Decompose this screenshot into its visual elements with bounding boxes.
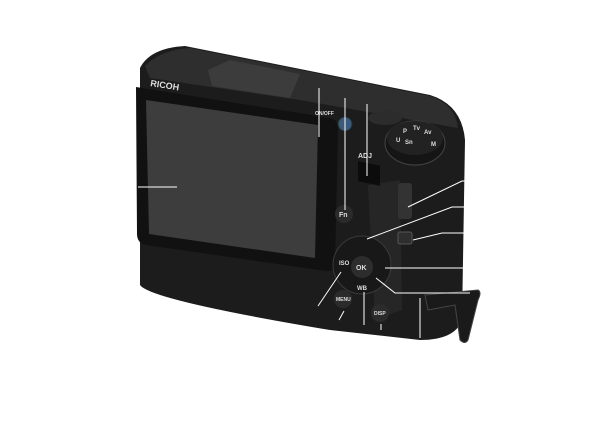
fn-label: Fn [339,212,348,219]
mode-dial-top [387,121,443,155]
callout-lines [138,88,470,338]
ok-label: OK [356,265,367,272]
callout-ok [375,277,470,294]
mode-m: M [431,142,436,148]
hot-shoe [208,60,300,98]
lcd-screen[interactable] [146,100,318,258]
menu-label: MENU [336,297,351,303]
callout-zoom [407,180,470,208]
ok-button[interactable] [351,256,373,278]
disp-button[interactable] [371,304,389,322]
callout-up [366,206,470,240]
callout-iso [317,271,342,307]
mode-av: Av [424,130,432,136]
shutter-button[interactable] [368,111,402,125]
zoom-button[interactable] [398,183,412,219]
power-label: ON/OFF [315,111,334,117]
callout-menu [338,310,345,321]
disp-label: DISP [374,311,386,317]
mode-u: U [396,138,400,144]
wb-label: WB [357,286,368,292]
mode-tv: Tv [413,126,421,132]
mode-p: P [403,129,407,135]
fn-button[interactable] [335,205,353,223]
brand-logo: RICOH [150,78,180,92]
iso-label: ISO [339,261,350,267]
card-door[interactable] [424,289,481,343]
adj-label: ADJ [358,153,372,160]
mode-dial-labels: M Av Tv P Sn U [396,126,436,148]
callout-playback [412,232,470,241]
menu-button[interactable] [334,290,352,308]
playback-button[interactable] [397,231,413,245]
adj-lever[interactable] [358,161,380,186]
mode-sn: Sn [405,140,413,146]
